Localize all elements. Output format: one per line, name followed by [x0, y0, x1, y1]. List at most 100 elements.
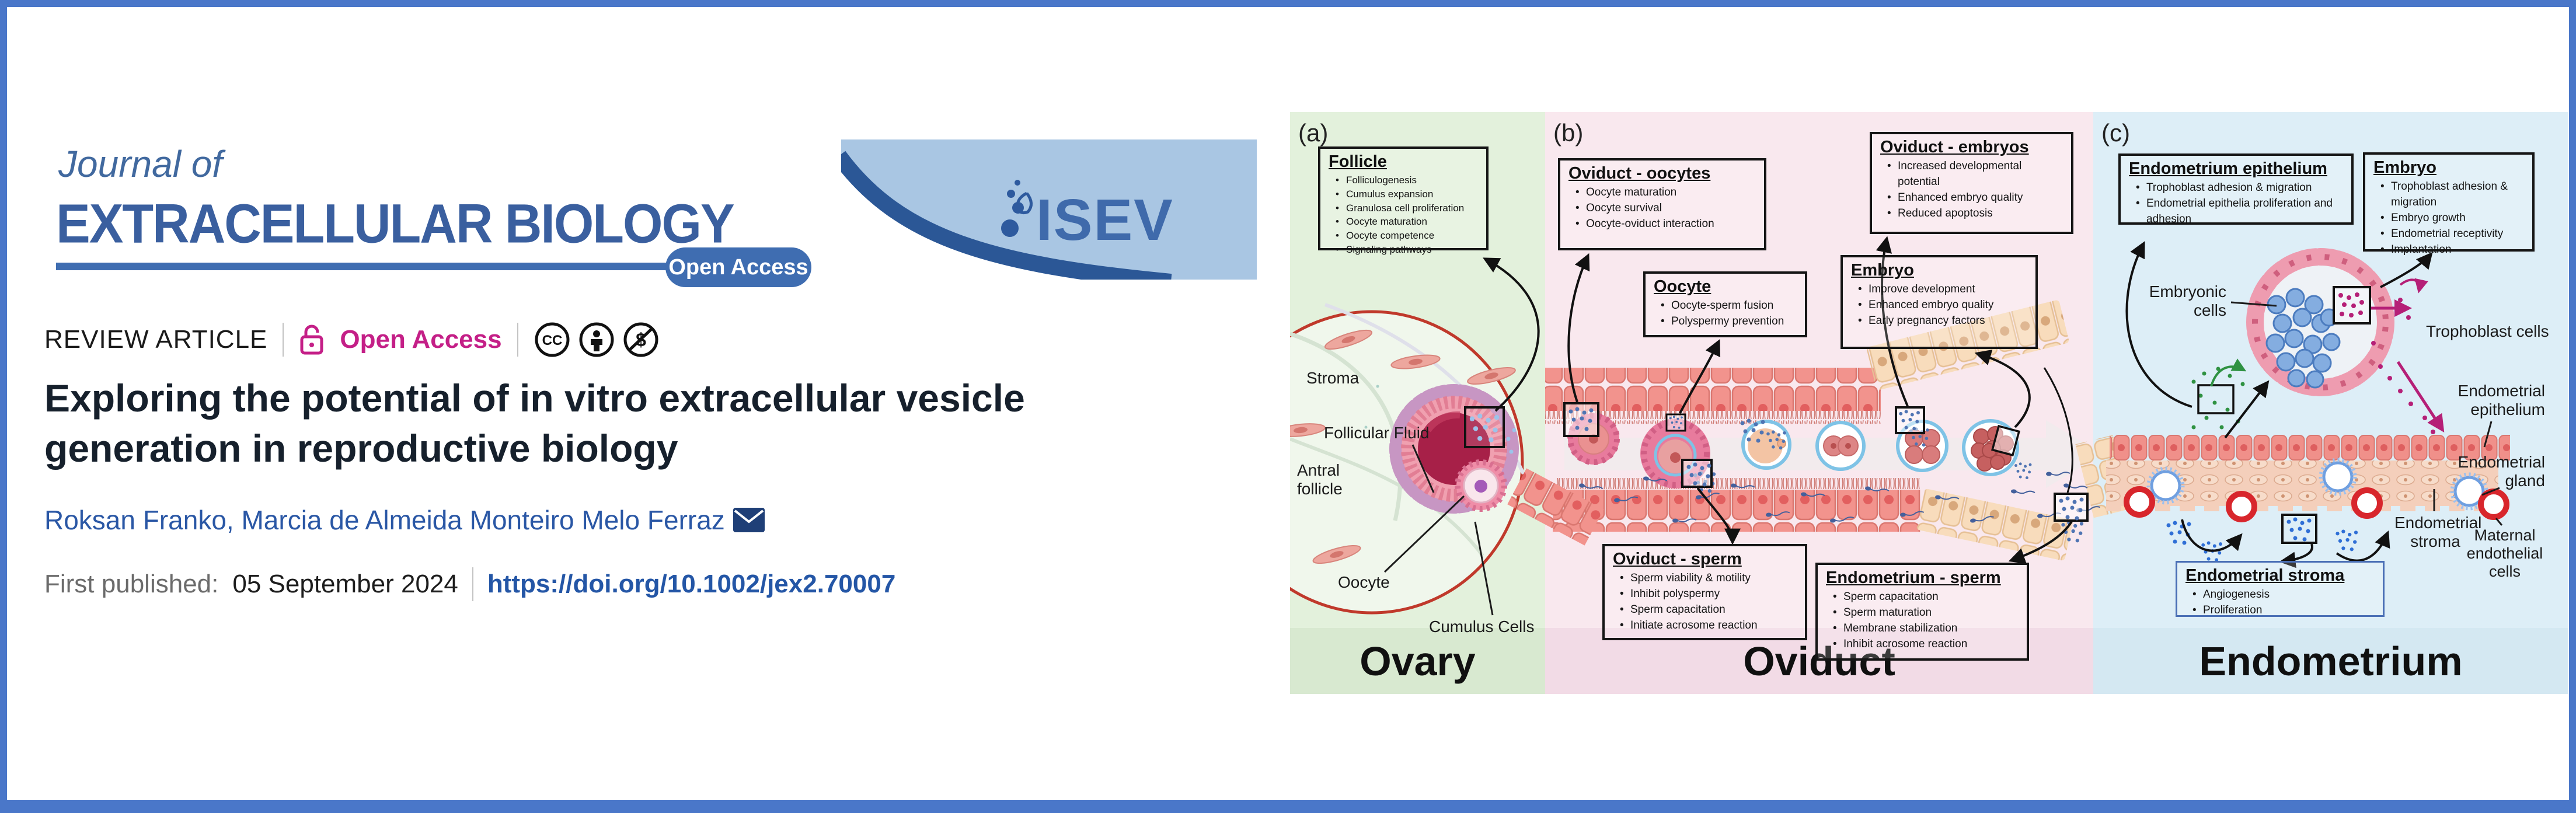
- box-item: Inhibit acrosome reaction: [1833, 637, 2021, 653]
- panel-letter-a: (a): [1298, 119, 1329, 146]
- blastocyst-illustration: [2246, 248, 2435, 434]
- antral-follicle-illustration: [1389, 384, 1519, 514]
- box-item: Sperm capacitation: [1620, 602, 1799, 618]
- box-item: Oocyte-sperm fusion: [1661, 298, 1799, 314]
- panel-letter-c: (c): [2101, 119, 2130, 146]
- first-published-label: First published:: [44, 570, 219, 598]
- box-item: Sperm maturation: [1833, 605, 2021, 621]
- ev-inset-epithelium: [2197, 384, 2235, 414]
- maternal-endothelial-cells-illustration: [2124, 486, 2509, 522]
- box-title: Endometrial stroma: [2185, 566, 2345, 585]
- isev-logo-text: ISEV: [1036, 187, 1174, 253]
- box-items: Trophoblast adhesion & migration Embryo …: [2372, 179, 2526, 258]
- box-item: Endometrial epithelia proliferation and …: [2136, 196, 2345, 228]
- box-items: Folliculogenesis Cumulus expansion Granu…: [1327, 173, 1480, 257]
- divider: [517, 323, 518, 357]
- box-item: Polyspermy prevention: [1661, 314, 1799, 330]
- box-item: Granulosa cell proliferation: [1336, 201, 1480, 215]
- endometrium-sperm-info-box: Endometrium - sperm Sperm capacitation S…: [1815, 563, 2029, 661]
- email-envelope-icon[interactable]: [733, 508, 765, 532]
- box-title: Oviduct - oocytes: [1568, 164, 1711, 183]
- divider: [472, 567, 473, 601]
- endometrial-stroma-label: Endometrial stroma: [2394, 514, 2482, 550]
- box-item: Signaling pathways: [1336, 243, 1480, 257]
- article-authors[interactable]: Roksan Franko, Marcia de Almeida Monteir…: [44, 504, 765, 536]
- zygote: [1741, 420, 1791, 470]
- arrow-follicle-evs-to-box: [1483, 257, 1540, 412]
- endometrial-stroma-info-box: Endometrial stroma Angiogenesis Prolifer…: [2176, 561, 2385, 619]
- article-type-label: REVIEW ARTICLE: [44, 325, 268, 354]
- box-item: Sperm capacitation: [1833, 589, 2021, 605]
- box-item: Endometrial receptivity: [2380, 226, 2526, 242]
- box-item: Early pregnancy factors: [1858, 313, 2030, 329]
- divider: [283, 323, 284, 357]
- box-title: Embryo: [2373, 158, 2436, 177]
- article-title: Exploring the potential of in vitro extr…: [44, 376, 1025, 470]
- box-item: Proliferation: [2192, 603, 2377, 619]
- oocyte-info-box: Oocyte Oocyte-sperm fusion Polyspermy pr…: [1643, 271, 1807, 337]
- box-items: Increased developmental potential Enhanc…: [1879, 159, 2065, 222]
- journal-name-line2: EXTRACELLULAR BIOLOGY: [56, 192, 735, 254]
- embryonic-cells-illustration: [2265, 288, 2341, 389]
- journal-name-line1: Journal of: [58, 143, 223, 185]
- box-item: Inhibit polyspermy: [1620, 587, 1799, 602]
- box-title: Endometrium epithelium: [2129, 159, 2327, 178]
- embryo-implantation-info-box: Embryo Trophoblast adhesion & migration …: [2363, 152, 2535, 258]
- region-label-endometrium: Endometrium: [2199, 638, 2463, 684]
- region-band-ovary: Ovary: [1290, 628, 1545, 694]
- svg-text:CC: CC: [542, 333, 562, 348]
- ovary-illustration: [1290, 303, 1525, 616]
- oviduct-oocytes-info-box: Oviduct - oocytes Oocyte maturation Oocy…: [1558, 158, 1766, 250]
- box-item: Sperm viability & motility: [1620, 571, 1799, 587]
- isev-vesicle-icon: [1001, 180, 1033, 237]
- publication-line: First published: 05 September 2024 https…: [44, 567, 895, 601]
- box-item: Folliculogenesis: [1336, 173, 1480, 187]
- region-band-endometrium: Endometrium: [2093, 628, 2568, 694]
- maternal-endothelial-cells-label: Maternal endothelial cells: [2466, 526, 2543, 580]
- follicular-fluid-label: Follicular Fluid: [1324, 424, 1430, 442]
- box-items: Sperm capacitation Sperm maturation Memb…: [1825, 589, 2021, 653]
- oocyte-label: Oocyte: [1338, 573, 1390, 591]
- box-item: Trophoblast adhesion & migration: [2380, 179, 2526, 211]
- box-title: Oocyte: [1654, 277, 1711, 296]
- box-item: Improve development: [1858, 282, 2030, 298]
- first-published-date: 05 September 2024: [232, 570, 458, 598]
- endometrial-gland-label: Endometrial gland: [2458, 453, 2545, 490]
- box-item: Implantation: [2380, 242, 2526, 258]
- isev-logo: ISEV: [841, 139, 1257, 280]
- box-item: Oocyte-oviduct interaction: [1575, 217, 1758, 232]
- box-title: Embryo: [1851, 261, 1914, 280]
- box-item: Embryo growth: [2380, 211, 2526, 226]
- stroma-label: Stroma: [1306, 369, 1360, 387]
- two-cell-embryo: [1815, 421, 1866, 471]
- box-item: Oocyte maturation: [1575, 185, 1758, 201]
- box-item: Angiogenesis: [2192, 587, 2377, 603]
- panel-letter-b: (b): [1553, 119, 1584, 146]
- author-names[interactable]: Roksan Franko, Marcia de Almeida Monteir…: [44, 505, 725, 535]
- article-meta-row: REVIEW ARTICLE Open Access CC: [44, 321, 660, 358]
- endometrium-illustration: [2106, 241, 2510, 568]
- box-item: Trophoblast adhesion & migration: [2136, 180, 2345, 196]
- box-items: Improve development Enhanced embryo qual…: [1850, 282, 2030, 329]
- box-item: Enhanced embryo quality: [1887, 190, 2065, 206]
- trophoblast-cells-label: Trophoblast cells: [2426, 322, 2549, 340]
- box-items: Angiogenesis Proliferation: [2184, 587, 2377, 619]
- embryo-info-box: Embryo Improve development Enhanced embr…: [1841, 255, 2038, 349]
- box-item: Oocyte maturation: [1336, 215, 1480, 229]
- box-item: Membrane stabilization: [1833, 621, 2021, 637]
- box-item: Cumulus expansion: [1336, 187, 1480, 201]
- figure-illustration: [1290, 236, 2510, 616]
- box-item: Oocyte survival: [1575, 201, 1758, 217]
- follicle-info-box: Follicle Folliculogenesis Cumulus expans…: [1318, 146, 1489, 257]
- box-title: Oviduct - sperm: [1613, 550, 1742, 568]
- endometrial-epithelium-label: Endometrial epithelium: [2458, 382, 2545, 418]
- cumulus-cells-label: Cumulus Cells: [1429, 617, 1535, 636]
- box-title: Oviduct - embryos: [1880, 138, 2029, 156]
- non-commercial-dollar-icon: $: [623, 322, 658, 357]
- doi-link[interactable]: https://doi.org/10.1002/jex2.70007: [487, 570, 896, 598]
- figure-image[interactable]: (a) (b) (c) Follicle Folliculogenesis Cu…: [1290, 112, 2568, 694]
- box-item: Reduced apoptosis: [1887, 206, 2065, 222]
- oviduct-sperm-info-box: Oviduct - sperm Sperm viability & motili…: [1602, 544, 1807, 640]
- endometrial-glands: [2146, 458, 2488, 511]
